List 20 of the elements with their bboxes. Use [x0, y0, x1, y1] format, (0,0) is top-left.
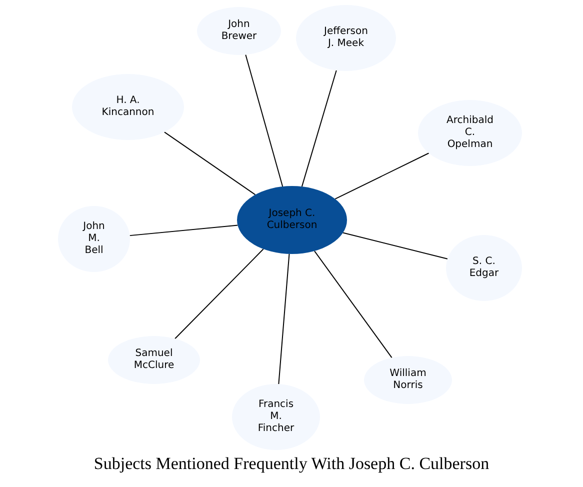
person-name: Samuel McClure: [134, 348, 174, 372]
connector-line: [314, 250, 392, 358]
person-name: Joseph C. Culberson: [266, 208, 318, 232]
connector-line: [164, 132, 256, 196]
person-name: H. A. Kincannon: [102, 95, 154, 119]
connector-line: [129, 224, 238, 236]
connector-line: [174, 248, 264, 340]
diagram-title: Subjects Mentioned Frequently With Joseph C. Culberson: [92, 454, 490, 474]
connector-line: [334, 152, 430, 200]
person-name: John Brewer: [221, 19, 257, 43]
person-name: Jefferson J. Meek: [324, 26, 368, 50]
person-name: Francis M. Fincher: [258, 399, 294, 435]
connector-line: [342, 232, 448, 260]
connector-line: [245, 54, 284, 187]
connector-line: [301, 70, 337, 188]
person-name: William Norris: [390, 368, 426, 392]
connector-line: [278, 253, 290, 385]
person-name: John M. Bell: [83, 221, 105, 257]
person-name: S. C. Edgar: [469, 256, 499, 280]
person-name: Archibald C. Opelman: [446, 115, 494, 151]
